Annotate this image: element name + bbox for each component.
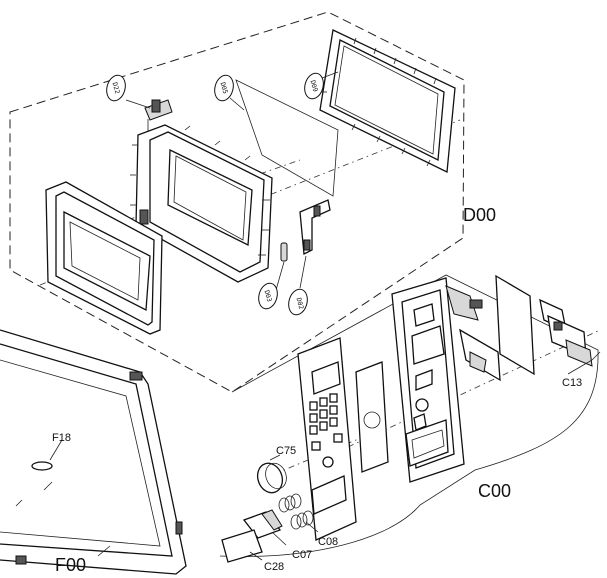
d03-latch-spring <box>275 242 288 291</box>
d09-door-seal-frame <box>319 29 456 173</box>
callout-d02-text: D02 <box>295 297 306 310</box>
label-d00: D00 <box>463 205 496 225</box>
label-f18: F18 <box>52 432 71 444</box>
label-c00: C00 <box>478 481 511 501</box>
assembly-axis-line-1 <box>39 119 461 286</box>
outer-door-frame <box>45 181 163 335</box>
callout-d03: D03 <box>258 282 278 310</box>
label-c08: C08 <box>318 536 338 548</box>
label-c07: C07 <box>292 549 312 561</box>
c00-group-outline <box>219 274 599 557</box>
callout-d05: D05 <box>214 74 245 111</box>
inner-door-frame <box>130 124 273 283</box>
d22-hinge-bracket <box>144 99 173 132</box>
d05-window-film <box>235 79 339 197</box>
c00-control-overlay-sheet <box>355 361 389 473</box>
callout-d22-text: D22 <box>111 81 122 94</box>
callout-d09: D09 <box>304 71 339 100</box>
label-f00: F00 <box>55 555 86 575</box>
label-c75: C75 <box>276 445 296 457</box>
callout-d05-text: D05 <box>219 81 230 94</box>
c00-control-fascia <box>297 337 357 541</box>
f18-label-ellipse <box>31 461 53 471</box>
c28-button-cover <box>221 529 263 563</box>
f00-outer-door-panel <box>0 329 187 575</box>
label-c28: C28 <box>264 561 284 573</box>
callout-d09-text: D09 <box>309 79 320 92</box>
d02-door-latch <box>299 199 331 256</box>
label-c13: C13 <box>562 377 582 389</box>
c00-control-panel-frame <box>391 277 465 483</box>
leader-lines <box>49 359 593 561</box>
d09-seal-clips <box>321 37 437 167</box>
callout-d02: D02 <box>288 255 308 316</box>
c75-control-knob <box>256 462 287 494</box>
callout-d03-text: D03 <box>263 289 274 302</box>
callout-d22: D22 <box>106 74 151 109</box>
c00-pcb-board <box>445 274 535 382</box>
c13-switch-assembly <box>539 298 601 367</box>
c08-springs <box>278 493 314 530</box>
